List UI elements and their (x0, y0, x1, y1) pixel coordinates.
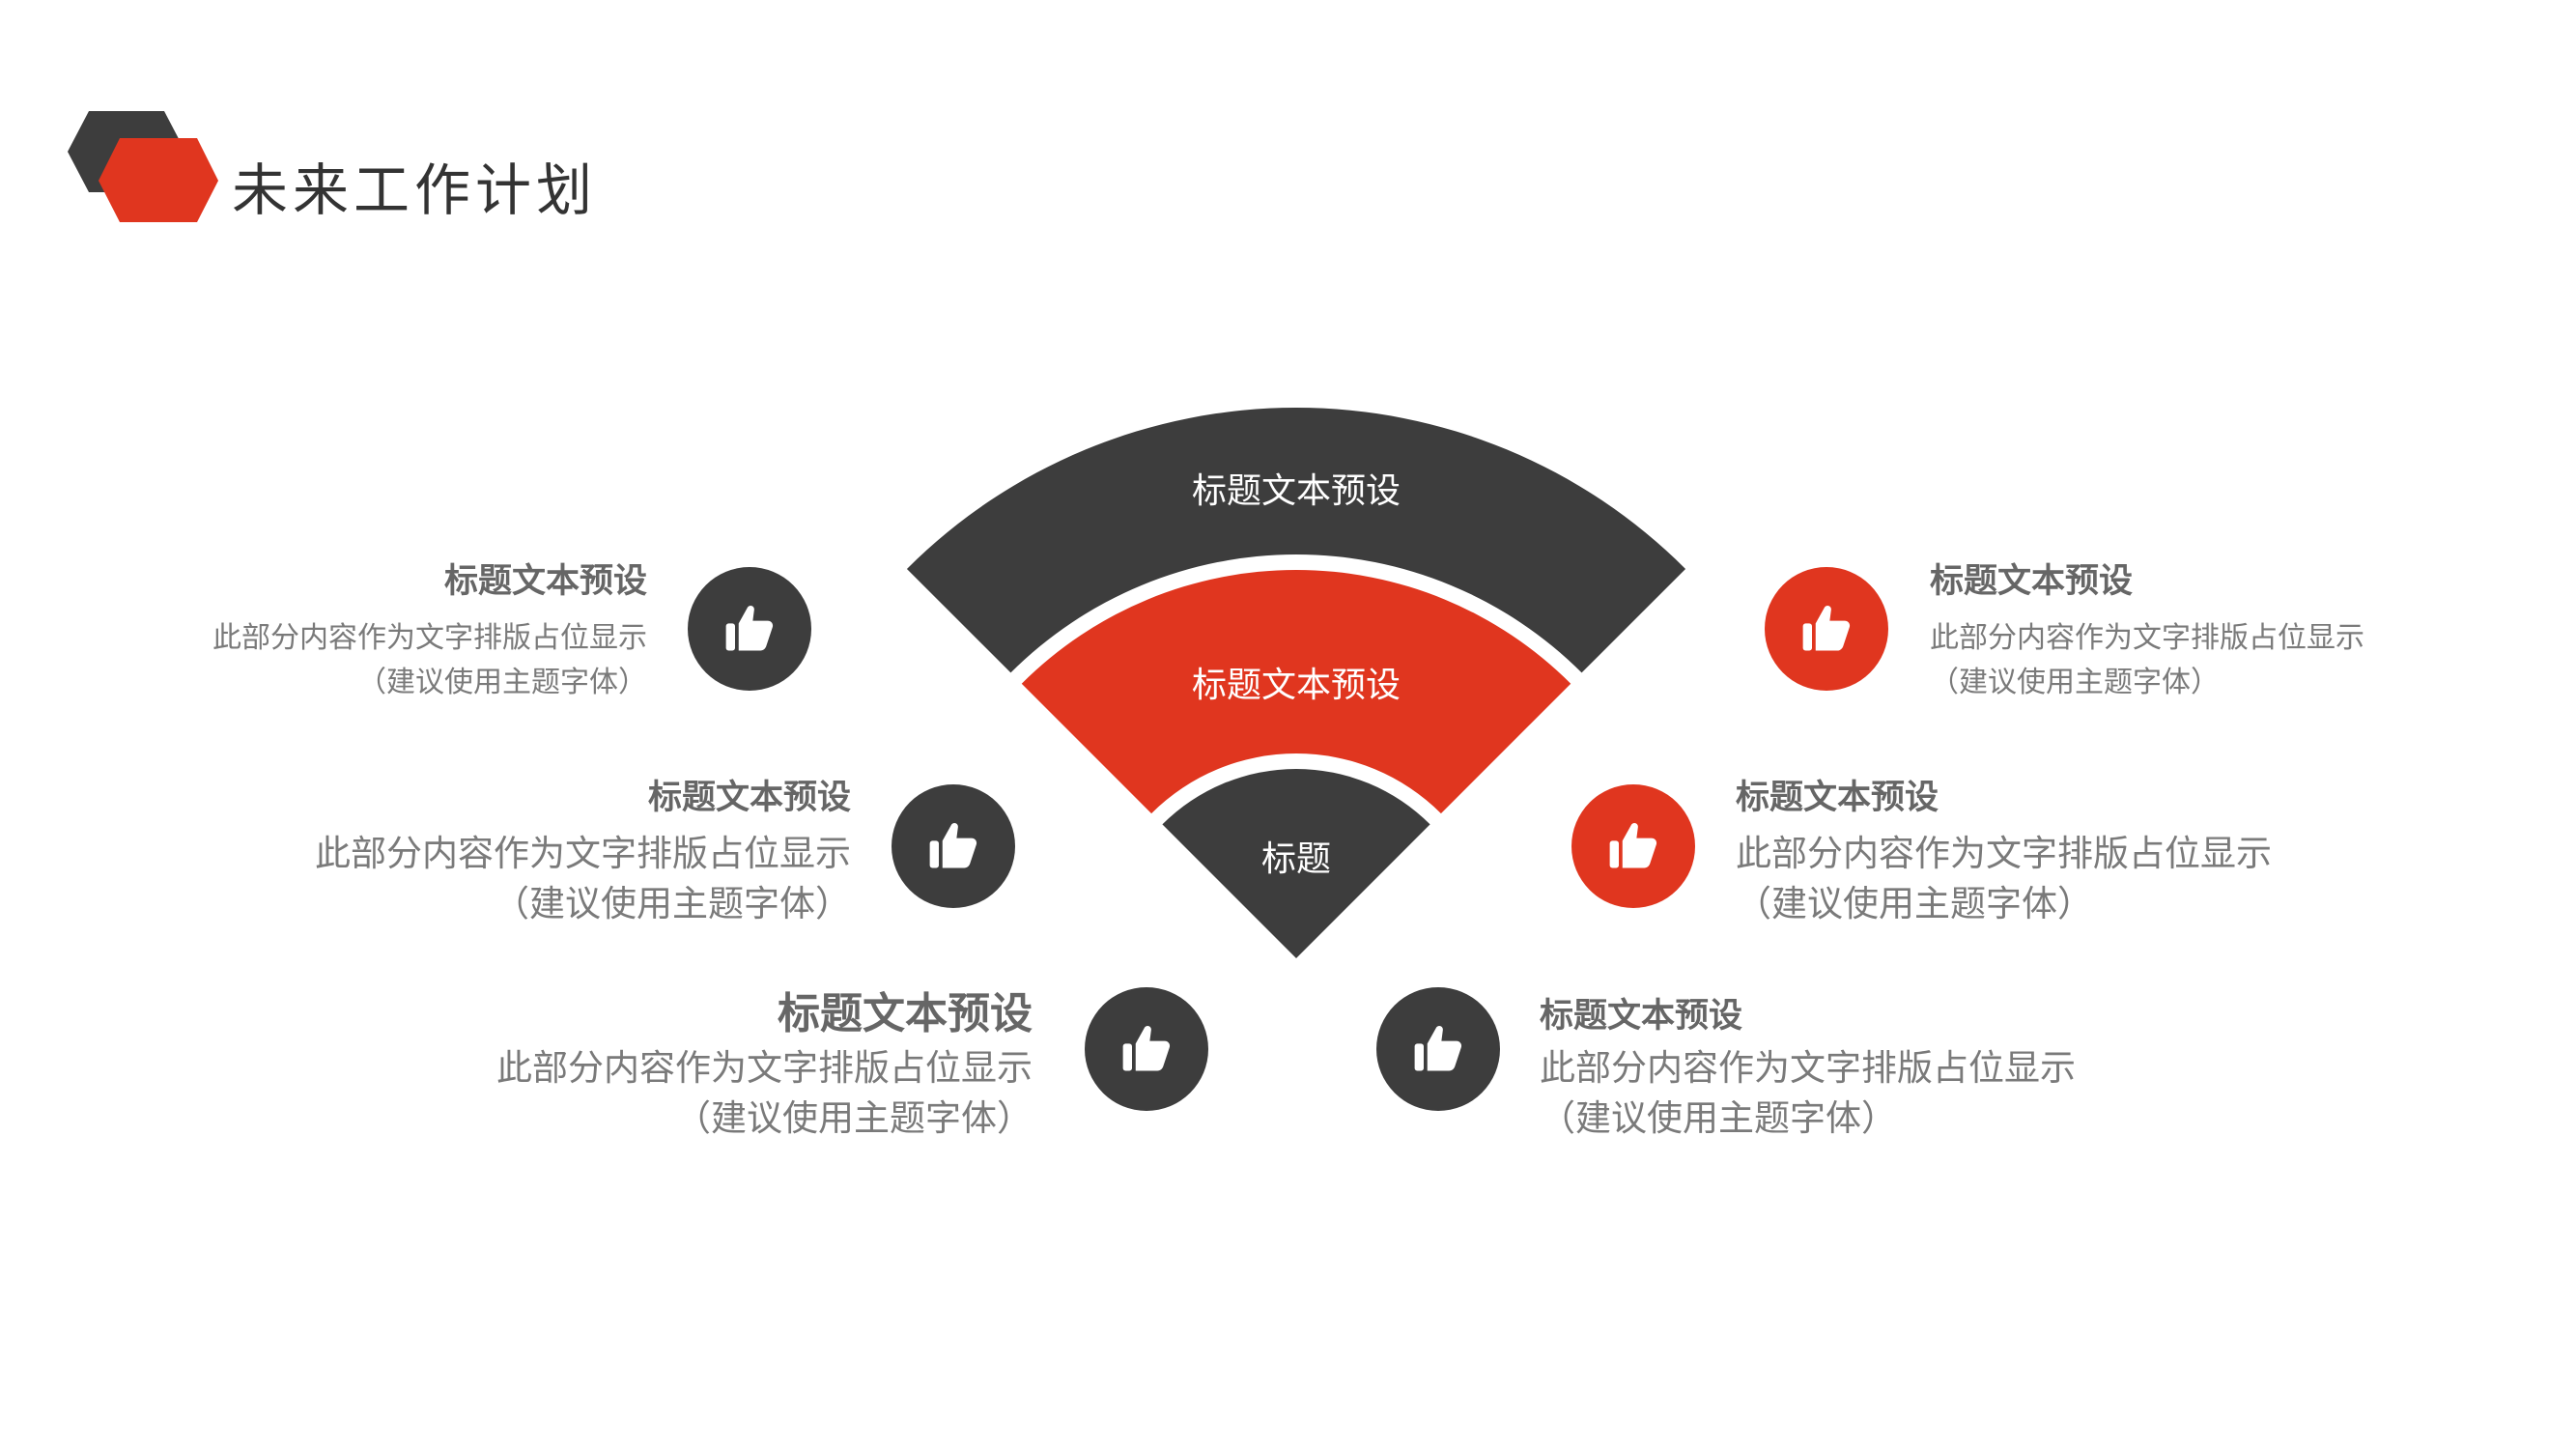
thumbs-up-icon (725, 605, 774, 651)
item-description: 此部分内容作为文字排版占位显示 (1736, 833, 2272, 874)
item-description-note: （建议使用主题字体） (1930, 666, 2220, 699)
item-description-note: （建议使用主题字体） (357, 666, 647, 699)
item-heading: 标题文本预设 (647, 779, 851, 817)
item-description-note: （建议使用主题字体） (494, 883, 851, 924)
text-block: 标题文本预设 此部分内容作为文字排版占位显示 （建议使用主题字体） (1930, 558, 2364, 705)
thumbs-up-icon (929, 822, 977, 868)
thumbs-up-badge (1571, 784, 1695, 908)
text-block: 标题文本预设 此部分内容作为文字排版占位显示 （建议使用主题字体） (1736, 775, 2272, 929)
thumbs-up-badge (1376, 987, 1500, 1111)
item-description: 此部分内容作为文字排版占位显示 (212, 621, 647, 655)
text-block: 标题文本预设 此部分内容作为文字排版占位显示 （建议使用主题字体） (1540, 993, 2076, 1144)
item-heading: 标题文本预设 (1930, 562, 2134, 601)
fan-middle-label: 标题文本预设 (1191, 666, 1401, 705)
text-block: 标题文本预设 此部分内容作为文字排版占位显示 （建议使用主题字体） (315, 775, 851, 929)
thumbs-up-icon (1122, 1025, 1171, 1071)
item-heading: 标题文本预设 (778, 989, 1033, 1038)
thumbs-up-badge (1085, 987, 1208, 1111)
item-description-note: （建议使用主题字体） (675, 1097, 1033, 1139)
item-description: 此部分内容作为文字排版占位显示 (496, 1047, 1033, 1089)
item-description: 此部分内容作为文字排版占位显示 (315, 833, 851, 874)
item-heading: 标题文本预设 (443, 562, 647, 601)
fan-middle-segment (1021, 569, 1571, 814)
fan-inner-segment (1162, 769, 1430, 958)
text-block: 标题文本预设 此部分内容作为文字排版占位显示 （建议使用主题字体） (496, 989, 1033, 1144)
fan-outer-label: 标题文本预设 (1191, 471, 1401, 511)
item-description: 此部分内容作为文字排版占位显示 (1540, 1047, 2076, 1089)
page-title: 未来工作计划 (232, 157, 598, 223)
item-heading: 标题文本预设 (1540, 997, 1743, 1036)
thumbs-up-icon (1414, 1025, 1462, 1071)
thumbs-up-icon (1609, 822, 1657, 868)
item-description-note: （建议使用主题字体） (1736, 883, 2093, 924)
fan-inner-label: 标题 (1260, 839, 1332, 879)
item-description: 此部分内容作为文字排版占位显示 (1930, 621, 2364, 655)
logo-hexagons (68, 111, 218, 222)
thumbs-up-badge (1765, 567, 1888, 691)
thumbs-up-icon (1802, 605, 1851, 651)
fan-outer-segment (906, 408, 1686, 673)
thumbs-up-badge (688, 567, 811, 691)
item-heading: 标题文本预设 (1736, 779, 1939, 817)
item-description-note: （建议使用主题字体） (1540, 1097, 1897, 1139)
logo-hexagon-red (99, 138, 218, 222)
thumbs-up-badge (892, 784, 1015, 908)
text-block: 标题文本预设 此部分内容作为文字排版占位显示 （建议使用主题字体） (212, 558, 647, 705)
